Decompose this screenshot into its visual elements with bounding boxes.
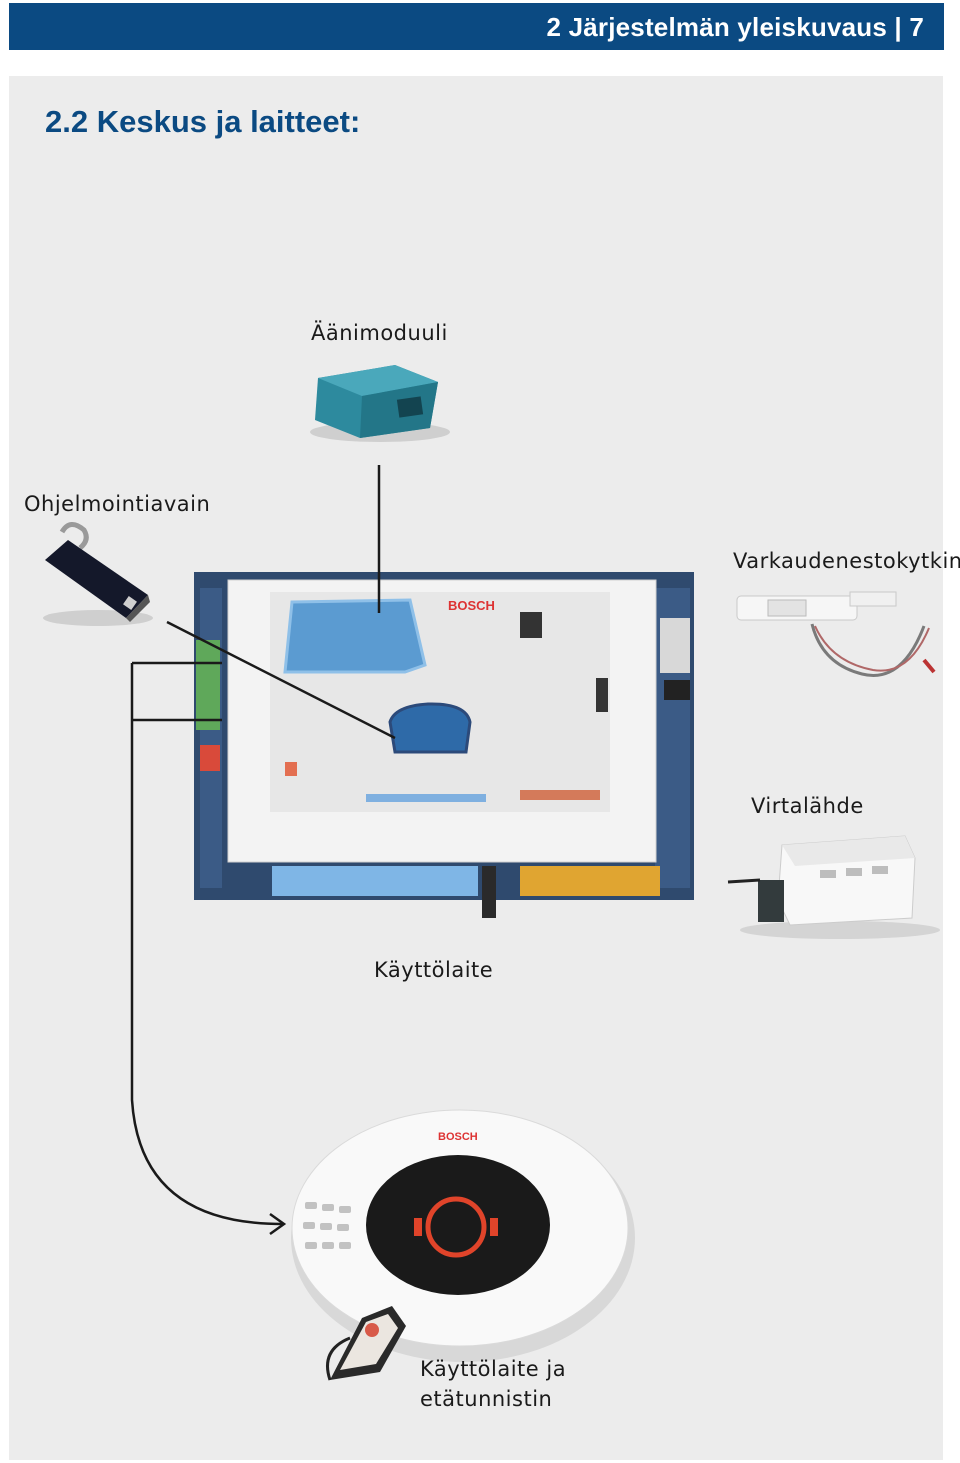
keypad-fob-label-line1: Käyttölaite ja xyxy=(420,1357,566,1381)
keypad-logo-text: BOSCH xyxy=(438,1131,478,1143)
board-logo-text: BOSCH xyxy=(448,598,495,613)
power-supply-label: Virtalähde xyxy=(751,794,864,818)
power-supply-image xyxy=(728,836,940,939)
voice-module-image xyxy=(310,365,450,442)
tamper-switch-label: Varkaudenestokytkin xyxy=(733,549,960,573)
keypad-fob-label-line2: etätunnistin xyxy=(420,1387,552,1411)
keypad-label: Käyttölaite xyxy=(374,958,493,982)
keypad-image: BOSCH xyxy=(291,1110,635,1362)
control-panel-board: BOSCH xyxy=(194,572,694,918)
programming-key-label: Ohjelmointiavain xyxy=(24,492,210,516)
tamper-switch-image xyxy=(737,592,934,675)
programming-key-image xyxy=(43,524,153,626)
voice-module-label: Äänimoduuli xyxy=(311,321,448,345)
